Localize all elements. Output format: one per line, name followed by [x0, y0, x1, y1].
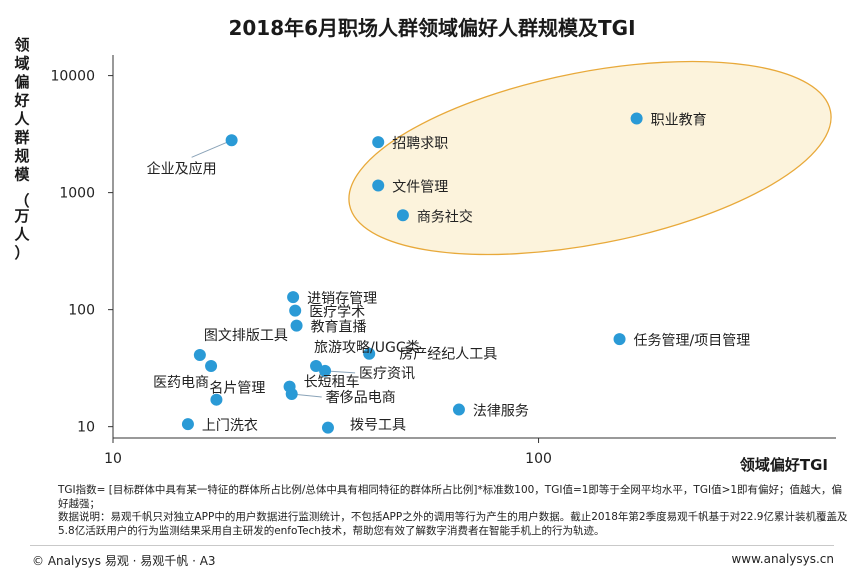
point-label: 上门洗衣: [202, 418, 258, 434]
point-label: 法律服务: [473, 404, 529, 420]
x-tick-label: 10: [104, 451, 122, 467]
y-tick-label: 1000: [59, 186, 95, 202]
point-label: 医疗资讯: [359, 366, 415, 382]
point-label: 招聘求职: [392, 136, 448, 152]
scatter-point[interactable]: [396, 209, 409, 222]
point-label: 医疗学术: [309, 305, 365, 321]
y-tick-label: 10: [77, 420, 95, 436]
footer-copyright: © Analysys 易观 · 易观千帆 · A3: [32, 554, 216, 568]
point-label: 进销存管理: [307, 291, 377, 307]
y-axis-label: 领域偏好人群规模（万人）: [13, 36, 30, 262]
point-label: 企业及应用: [147, 160, 217, 177]
point-label: 房产经纪人工具: [399, 347, 497, 363]
chart-title: 2018年6月职场人群领域偏好人群规模及TGI: [228, 16, 636, 40]
point-label: 文件管理: [392, 180, 448, 196]
scatter-point[interactable]: [321, 421, 334, 434]
scatter-point[interactable]: [225, 134, 238, 147]
scatter-point[interactable]: [372, 179, 385, 192]
scatter-point[interactable]: [205, 359, 218, 372]
scatter-point[interactable]: [285, 388, 298, 401]
point-label: 任务管理/项目管理: [634, 333, 751, 349]
chart-notes: TGI指数= [目标群体中具有某一特征的群体所占比例/总体中具有相同特征的群体所…: [58, 484, 848, 538]
point-label: 图文排版工具: [204, 328, 288, 344]
y-tick-label: 10000: [50, 69, 95, 85]
scatter-point[interactable]: [372, 136, 385, 149]
scatter-chart: 10 100 1000 10000 10 100 领域偏好TGI 领域偏好人群规模（万人） 职…: [13, 36, 836, 474]
x-tick-label: 100: [525, 451, 552, 467]
scatter-point[interactable]: [193, 348, 206, 361]
footer-website: www.analysys.cn: [731, 552, 834, 566]
highlight-ellipse: [348, 60, 832, 256]
scatter-point[interactable]: [319, 364, 332, 377]
scatter-point[interactable]: [210, 393, 223, 406]
scatter-point[interactable]: [287, 291, 300, 304]
tgi-note: TGI指数= [目标群体中具有某一特征的群体所占比例/总体中具有相同特征的群体所…: [58, 484, 843, 510]
scatter-point[interactable]: [630, 112, 643, 125]
scatter-point[interactable]: [310, 359, 323, 372]
x-axis-label: 领域偏好TGI: [739, 456, 828, 474]
point-label: 商务社交: [417, 208, 473, 225]
label-leader-line: [191, 139, 232, 158]
scatter-point[interactable]: [452, 403, 465, 416]
point-label: 长短租车: [304, 374, 360, 391]
scatter-point[interactable]: [290, 319, 303, 332]
point-label: 医药电商: [153, 375, 209, 391]
y-tick-label: 100: [68, 303, 95, 319]
footer-divider: [30, 545, 834, 546]
point-label: 教育直播: [311, 319, 367, 336]
point-label: 职业教育: [651, 112, 707, 128]
scatter-point[interactable]: [289, 304, 302, 317]
scatter-point[interactable]: [613, 333, 626, 346]
data-description-note: 数据说明：易观千帆只对独立APP中的用户数据进行监测统计，不包括APP之外的调用…: [58, 511, 848, 537]
scatter-point[interactable]: [181, 418, 194, 431]
point-label: 名片管理: [209, 381, 265, 397]
point-label: 拨号工具: [350, 418, 406, 434]
scatter-point[interactable]: [363, 347, 376, 360]
point-label: 奢侈品电商: [326, 390, 396, 406]
point-label: 旅游攻略/UGC类: [314, 340, 420, 356]
